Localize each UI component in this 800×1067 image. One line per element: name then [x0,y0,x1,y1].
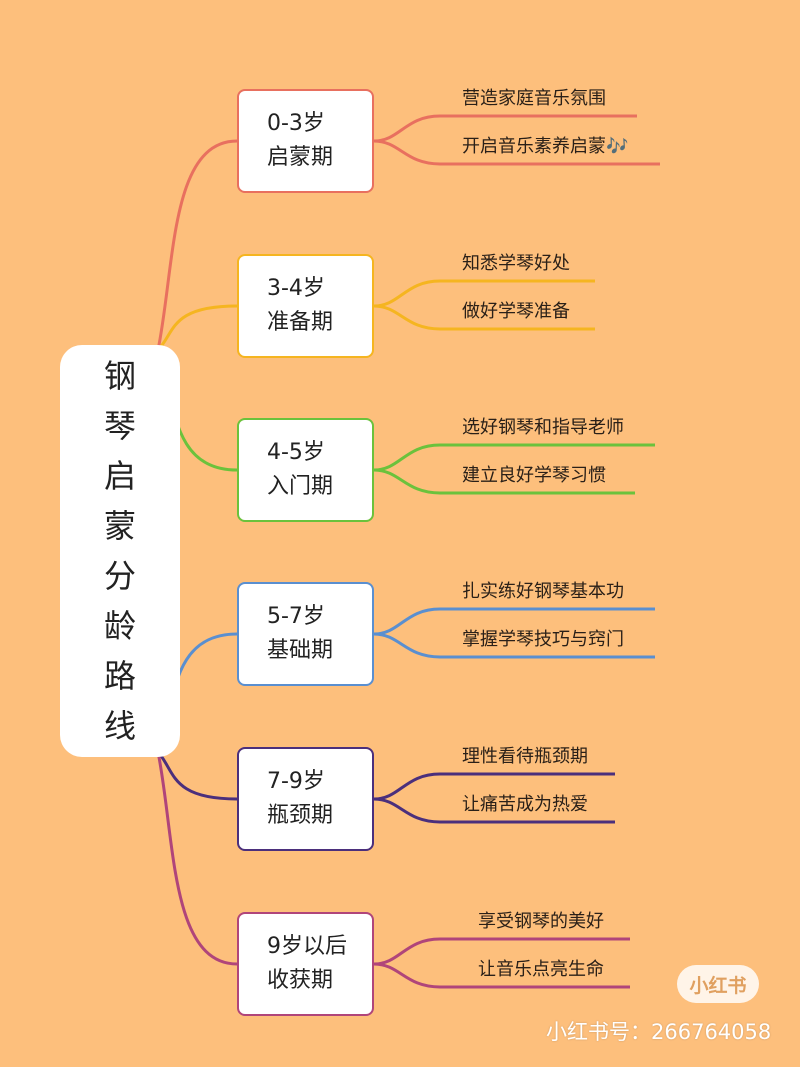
leaf-topic: 掌握学琴技巧与窍门 [462,629,624,650]
leaf-branch [373,279,595,308]
stage-name: 启蒙期 [267,145,334,170]
leaf-topic: 开启音乐素养启蒙🎶 [462,136,629,157]
watermark-id: 小红书号：266764058 [546,1020,772,1044]
stage-node: 5-7岁基础期 [237,582,374,686]
leaf-topic: 选好钢琴和指导老师 [462,417,624,438]
leaf-branch [373,962,630,989]
central-topic: 钢 琴 启 蒙 分 龄 路 线 [60,345,180,757]
stage-name: 准备期 [267,310,334,335]
leaf-branch [373,937,630,966]
stage-age: 4-5岁 [267,440,325,465]
stage-node: 4-5岁入门期 [237,418,374,522]
stage-node: 9岁以后收获期 [237,912,374,1016]
spine-branch [156,750,238,801]
stage-age: 9岁以后 [267,934,347,959]
xiaohongshu-logo: 小红书 [677,965,759,1003]
leaf-branch [373,114,637,143]
stage-name: 基础期 [267,638,334,663]
title-char: 启 [103,457,136,495]
leaf-branch [373,468,635,495]
leaf-branch [373,139,660,166]
leaf-topic: 做好学琴准备 [462,301,570,322]
stage-age: 7-9岁 [267,769,325,794]
title-char: 蒙 [103,507,136,545]
leaf-branch [373,304,595,331]
leaf-branch [373,607,655,636]
stage-node: 7-9岁瓶颈期 [237,747,374,851]
leaf-branch [373,632,655,659]
stage-name: 瓶颈期 [267,803,334,828]
leaf-topic: 营造家庭音乐氛围 [462,88,606,109]
stage-name: 入门期 [267,474,334,499]
title-char: 龄 [103,607,136,645]
stage-node: 3-4岁准备期 [237,254,374,358]
leaf-branch [373,772,615,801]
leaf-topic: 知悉学琴好处 [462,253,570,274]
spine-branch [156,751,238,966]
leaf-topic: 建立良好学琴习惯 [462,465,606,486]
title-char: 线 [103,707,136,745]
spine-branch [156,139,238,351]
leaf-topic: 让痛苦成为热爱 [462,794,588,815]
stage-age: 3-4岁 [267,276,325,301]
leaf-topic: 扎实练好钢琴基本功 [462,581,624,602]
leaf-topic: 享受钢琴的美好 [478,911,604,932]
leaf-topic: 理性看待瓶颈期 [462,746,588,767]
title-char: 路 [103,657,136,695]
leaf-branch [373,797,615,824]
leaf-branch [373,443,655,472]
leaf-topic: 让音乐点亮生命 [478,959,604,980]
stage-age: 0-3岁 [267,111,325,136]
title-char: 钢 [103,357,136,395]
title-char: 琴 [103,407,136,445]
title-char: 分 [103,557,136,595]
stage-name: 收获期 [267,968,334,993]
stage-age: 5-7岁 [267,604,325,629]
spine-branch [156,304,238,352]
stage-node: 0-3岁启蒙期 [237,89,374,193]
